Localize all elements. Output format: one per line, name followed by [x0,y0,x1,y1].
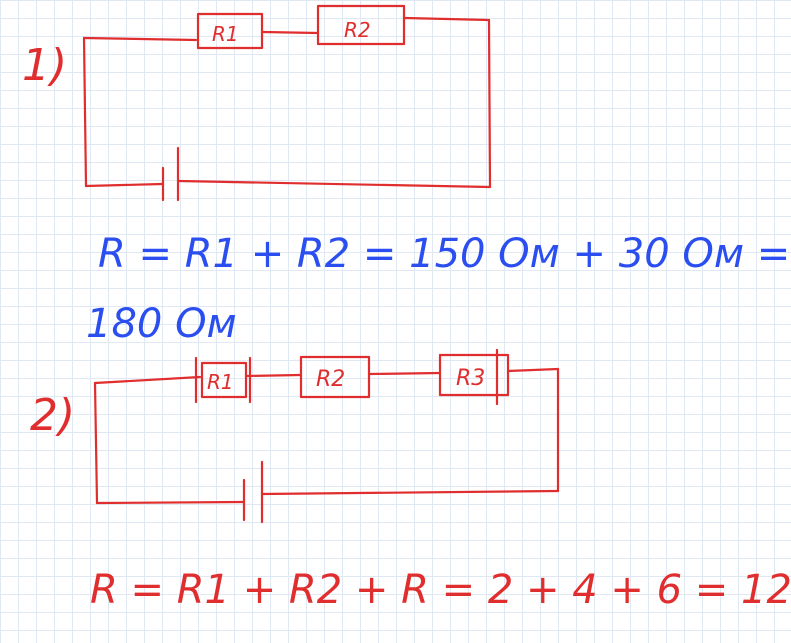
problem1-formula-line2: 180 Ом [86,301,237,347]
circuit2-battery [242,460,264,524]
circuit2-wire-r2-r3 [368,371,442,376]
circuit1-wire-right [487,18,492,189]
circuit2-wire-bottom-left [95,500,245,505]
circuit2-wire-r1-r2 [244,373,302,378]
resistor-label: R2 [344,18,371,42]
resistor-label: R3 [456,366,485,391]
circuit2-wire-left [93,381,99,505]
problem1-formula-line1: R = R1 + R2 = 150 Ом + 30 Ом = [98,231,790,277]
circuit1: R1 R2 [82,4,492,202]
circuit1-wire-middle [261,30,320,35]
circuit2-resistor-r1: R1 [194,356,252,404]
circuit2-resistor-r3: R3 [438,348,510,406]
resistor-box [438,353,510,397]
problem1-number: 1) [22,40,67,91]
circuit1-resistor-r1: R1 [196,12,264,50]
circuit2-wire-right-top [506,367,560,373]
circuit1-wire-bottom-left [84,182,164,188]
circuit2-resistor-r2: R2 [299,355,371,399]
circuit1-wire-left [82,36,88,188]
circuit1-wire-bottom-right [177,179,492,189]
problem2-formula: R = R1 + R2 + R = 2 + 4 + 6 = 12 Ом [90,567,791,613]
resistor-label: R2 [316,367,345,392]
circuit2-wire-left-top [93,375,202,385]
circuit1-resistor-r2: R2 [316,4,406,46]
circuit2: R1 R2 R3 [93,348,560,524]
circuit2-wire-bottom-right [260,489,560,496]
resistor-box [316,4,406,46]
resistor-box [200,361,248,399]
problem2-number: 2) [30,390,75,441]
resistor-label: R1 [207,370,234,394]
circuit1-wire-right-top [403,16,491,22]
resistor-box [299,355,371,399]
resistor-box [196,12,264,50]
circuit1-battery [161,146,180,202]
resistor-label: R1 [212,22,239,46]
circuit1-wire-left-top [82,36,198,42]
